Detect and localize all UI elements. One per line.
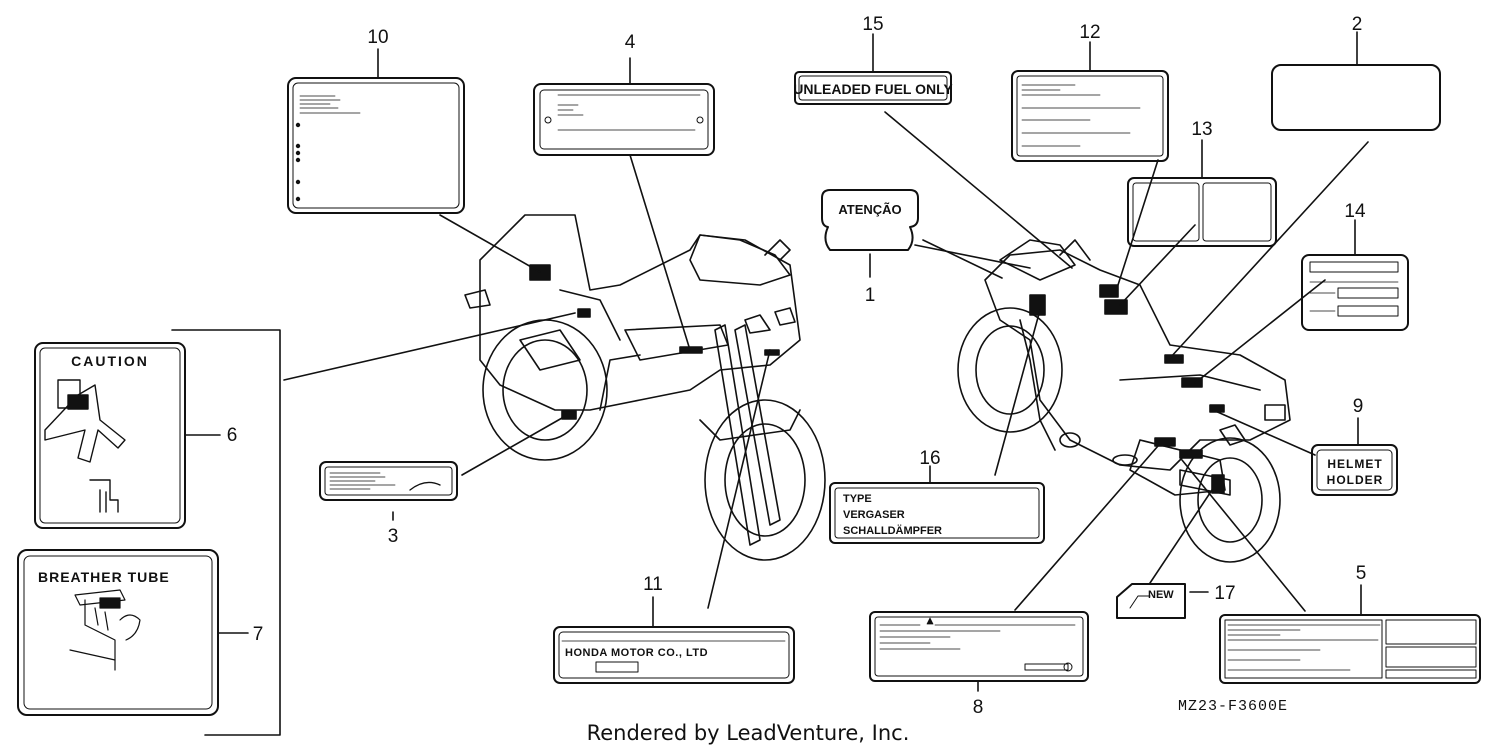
caution-illustration [44,379,126,513]
new-text: NEW [1148,589,1174,601]
rendered-by-footer: Rendered by LeadVenture, Inc. [587,721,910,745]
decal-11: HONDA MOTOR CO., LTD [553,626,795,684]
callout-13: 13 [1191,119,1212,140]
atencao-text: ATENÇÃO [838,202,901,217]
decal-13 [1127,177,1277,247]
callout-8: 8 [973,697,984,718]
holder-text: HOLDER [1327,473,1384,487]
decal-8 [869,611,1089,682]
decal-12 [1011,70,1169,162]
callout-9: 9 [1353,396,1364,417]
callout-10: 10 [367,27,388,48]
callout-1: 1 [865,285,876,306]
motorcycle-left-view [464,214,826,561]
callout-numbers: 1 2 3 4 5 6 7 8 9 10 11 12 13 14 15 16 1… [227,14,1367,718]
type-line-3: SCHALLDÄMPFER [843,524,942,537]
callout-2: 2 [1352,14,1363,35]
decal-15: UNLEADED FUEL ONLY [793,71,953,105]
decal-17: NEW [1116,583,1186,619]
helmet-text: HELMET [1327,457,1382,471]
diagram-code: MZ23-F3600E [1178,698,1288,715]
callout-17: 17 [1214,583,1235,604]
unleaded-fuel-text: UNLEADED FUEL ONLY [793,81,953,97]
decal-6: CAUTION [34,342,186,529]
motorcycle-right-view [957,239,1291,563]
decal-1: ATENÇÃO [821,189,919,251]
type-line-2: VERGASER [843,509,905,521]
callout-15: 15 [862,14,883,35]
caution-text: CAUTION [71,353,149,369]
decal-5 [1219,614,1481,684]
callout-3: 3 [388,526,399,547]
decal-7: BREATHER TUBE [17,549,219,716]
decal-3 [319,461,458,501]
honda-motor-text: HONDA MOTOR CO., LTD [565,647,708,659]
callout-12: 12 [1079,22,1100,43]
leader-lines [171,31,1369,736]
callout-5: 5 [1356,563,1367,584]
callout-16: 16 [919,448,940,469]
decal-10 [287,77,465,214]
callout-11: 11 [643,574,663,595]
decal-16: TYPE VERGASER SCHALLDÄMPFER [829,482,1045,544]
type-line-1: TYPE [843,493,872,505]
decal-14 [1301,254,1409,331]
decal-9: HELMET HOLDER [1311,444,1398,496]
decal-4 [533,83,715,156]
breather-illustration [69,589,141,671]
callout-7: 7 [253,624,264,645]
breather-tube-text: BREATHER TUBE [38,569,170,585]
decal-2 [1271,64,1441,131]
callout-4: 4 [625,32,636,53]
callout-14: 14 [1344,201,1366,222]
callout-6: 6 [227,425,238,446]
